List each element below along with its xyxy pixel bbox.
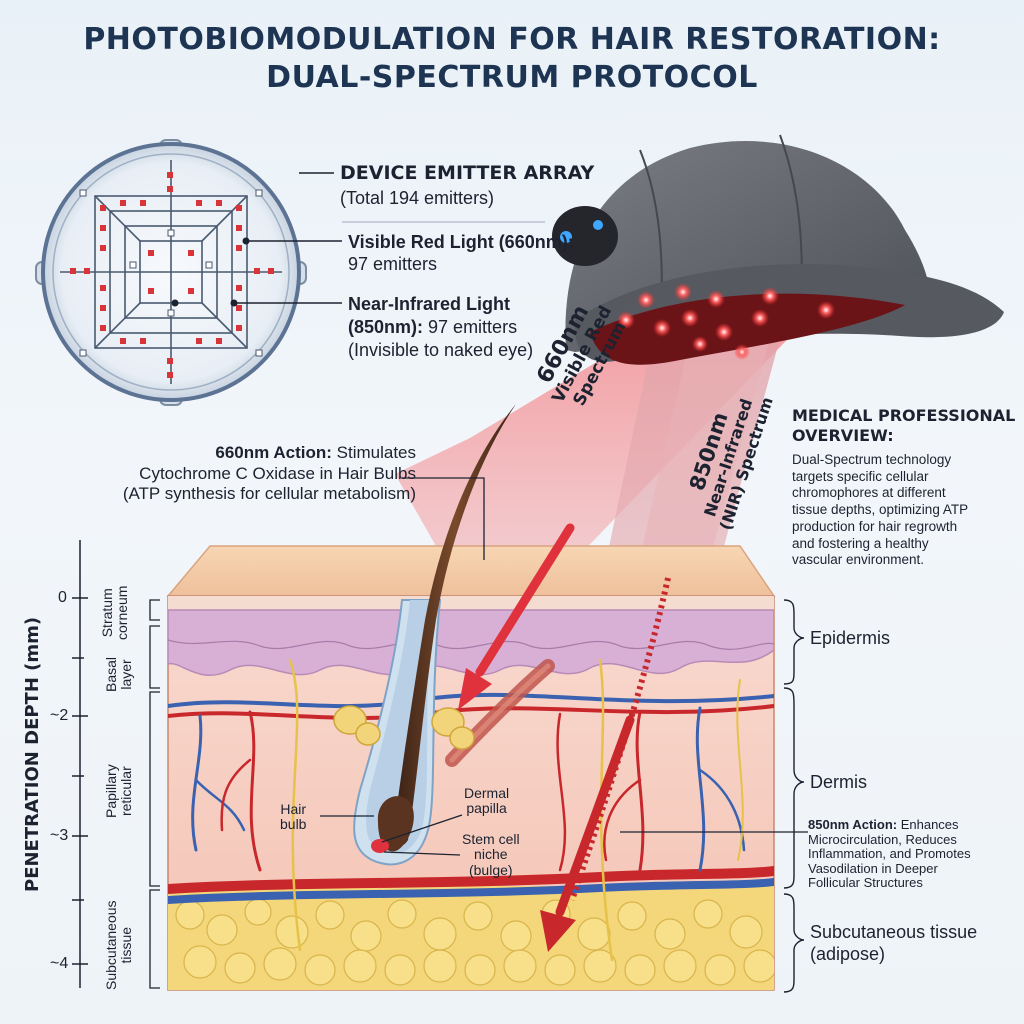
nir-light-count: 97 emitters: [428, 317, 518, 337]
epidermis-label: Epidermis: [810, 628, 891, 648]
nir-light-wavelength: (850nm):: [348, 317, 424, 337]
emitter-array-disc: [35, 139, 307, 406]
action-660-line1: 660nm Action: Stimulates: [215, 443, 416, 462]
action-850-text: 850nm Action: Enhances Microcirculation,…: [808, 817, 971, 891]
page-title-line2: DUAL-SPECTRUM PROTOCOL: [266, 60, 758, 95]
left-layer-brackets: [149, 599, 160, 989]
right-layer-braces: [783, 599, 805, 993]
nir-light-label: Near-Infrared Light: [348, 294, 511, 314]
nir-beam-arrow: [569, 577, 671, 901]
dermis-label: Dermis: [810, 772, 867, 792]
action-660-text: 660nm Action: Stimulates Cytochrome C Ox…: [96, 443, 416, 505]
action-660-line2: Cytochrome C Oxidase in Hair Bulbs: [139, 463, 416, 483]
action-660-line3: (ATP synthesis for cellular metabolism): [122, 484, 416, 504]
page-title-line1: PHOTOBIOMODULATION FOR HAIR RESTORATION:: [83, 22, 941, 57]
red-beam-arrow: [475, 523, 575, 677]
nir-light-count-line: (850nm): 97 emitters: [348, 317, 517, 339]
emitter-array-heading: DEVICE EMITTER ARRAY: [340, 162, 595, 184]
dermal-papilla-dot: [371, 839, 389, 853]
overview-body: Dual-Spectrum technology targets specifi…: [792, 452, 969, 568]
overview-heading: MEDICAL PROFESSIONAL OVERVIEW:: [792, 406, 1016, 445]
red-light-label: Visible Red Light (660nm):: [348, 232, 574, 252]
emitter-array-total: (Total 194 emitters): [340, 188, 495, 208]
subcut-right-label: Subcutaneous tissue (adipose): [810, 922, 978, 964]
emitter-leader-lines: [234, 172, 545, 304]
anatomy-leader-lines: [320, 477, 808, 856]
penetration-depth-axis: [72, 540, 88, 988]
skin-tissue-block: [166, 404, 776, 991]
cap-led-lights: [617, 283, 835, 360]
axis-tick-4: ~4: [50, 955, 69, 972]
red-light-count: 97 emitters: [348, 254, 438, 274]
axis-tick-0: 0: [58, 589, 67, 606]
axis-tick-2: ~2: [50, 707, 69, 724]
action-850-title: 850nm Action:: [808, 817, 898, 832]
nir-light-note: (Invisible to naked eye): [348, 340, 534, 360]
axis-label: PENETRATION DEPTH (mm): [22, 616, 43, 892]
axis-tick-3: ~3: [50, 827, 69, 844]
action-660-title: 660nm Action:: [215, 443, 332, 462]
